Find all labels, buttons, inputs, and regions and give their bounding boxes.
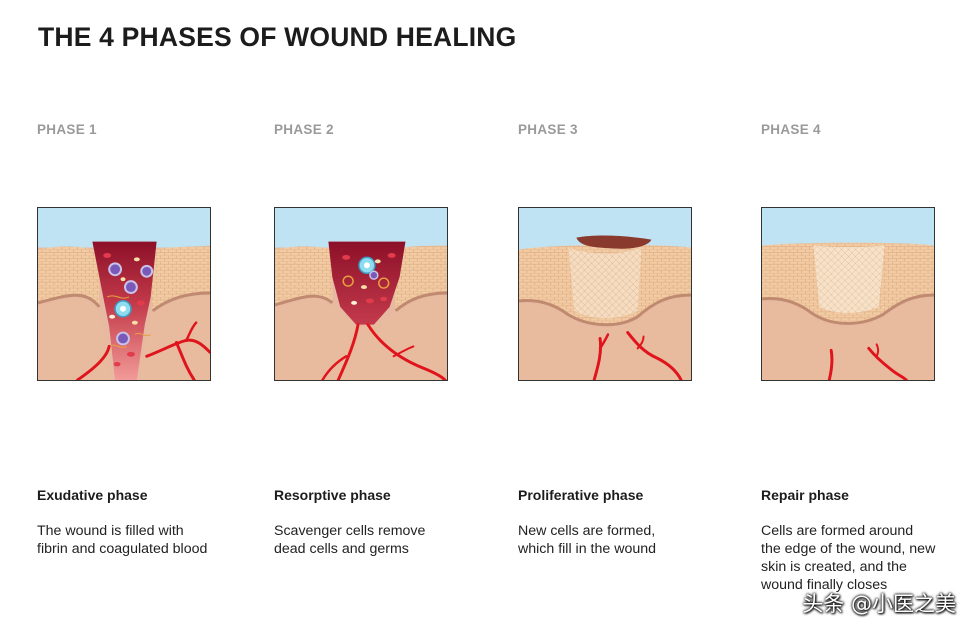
page-title: THE 4 PHASES OF WOUND HEALING [38,22,517,52]
phase-column-3: PHASE 3 [518,0,728,632]
phase-description: Scavenger cells remove dead cells and ge… [274,523,426,557]
wound-diagram-3 [519,208,691,380]
dermis-left [38,298,112,380]
blood-cells [103,252,154,367]
phase-description: The wound is filled with fibrin and coag… [37,523,208,557]
wound-illustration-proliferative [518,207,692,381]
phase-description: Cells are formed around the edge of the … [761,523,936,593]
phase-heading: Resorptive phase [274,487,391,503]
scavenger-cells [342,252,396,305]
wound-diagram-4 [762,208,934,380]
phase-label: PHASE 2 [274,122,334,137]
sky [38,208,210,248]
wound-clot [328,241,406,325]
phase-column-4: PHASE 4 Repa [761,0,971,632]
blood-vessels [76,321,210,380]
phase-heading: Repair phase [761,487,849,503]
epidermis-left [38,246,100,307]
blood-vessels [592,331,683,380]
wound-diagram-2 [275,208,447,380]
dermis-right [136,295,210,380]
watermark: 头条 @小医之美 [802,592,956,616]
sky [762,208,934,248]
phase-column-2: PHASE 2 [274,0,484,632]
wound-illustration-resorptive [274,207,448,381]
scab [576,235,652,249]
wound-diagram-1 [38,208,210,380]
phase-label: PHASE 1 [37,122,97,137]
blood-vessels [321,323,447,380]
new-skin [813,245,885,313]
sky [275,208,447,248]
phase-label: PHASE 4 [761,122,821,137]
new-cells [568,247,642,319]
blood-vessels [827,343,908,380]
phase-column-1: PHASE 1 [37,0,247,632]
wound-illustration-exudative [37,207,211,381]
dermis [762,297,934,380]
epidermis-left [275,246,333,305]
phase-label: PHASE 3 [518,122,578,137]
phase-description: New cells are formed, which fill in the … [518,523,657,557]
epidermis-right [391,245,447,311]
wound-illustration-repair [761,207,935,381]
phase-heading: Exudative phase [37,487,148,503]
epidermis-right [148,245,210,311]
phase-heading: Proliferative phase [518,487,644,503]
